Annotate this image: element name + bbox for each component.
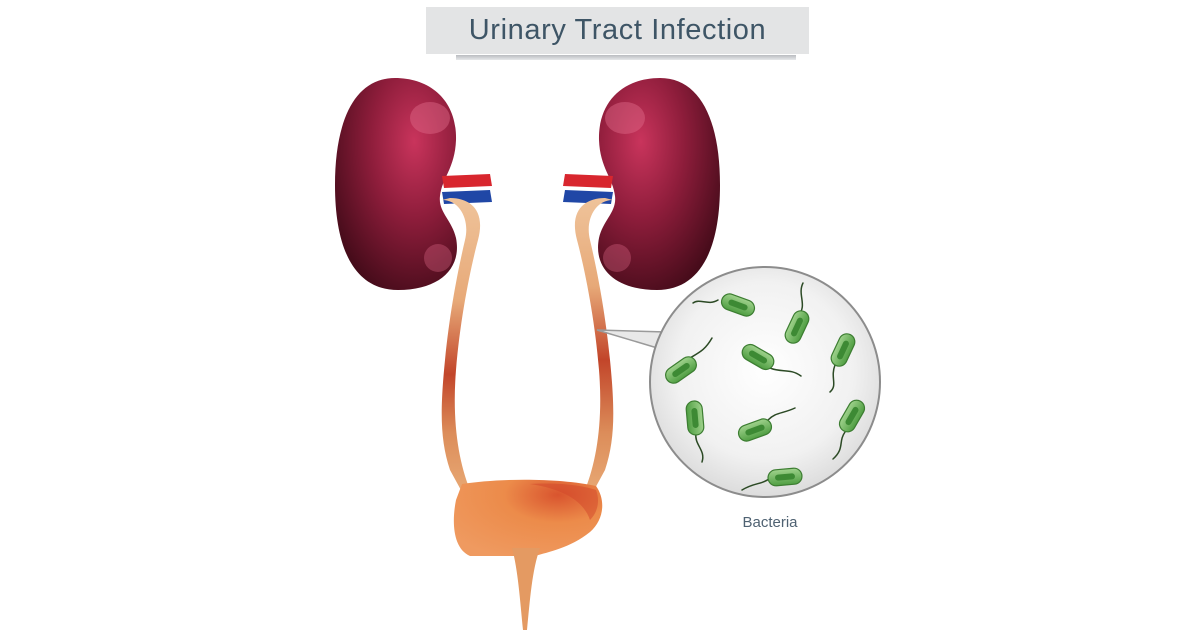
- left-kidney: [335, 78, 457, 290]
- bacterium-icon: [738, 340, 802, 377]
- right-renal-artery: [563, 174, 613, 188]
- bacterium-icon: [827, 330, 859, 393]
- bacterium-icon: [661, 337, 713, 387]
- right-kidney: [598, 78, 720, 290]
- bladder: [453, 479, 603, 556]
- bacteria-magnifier: [649, 266, 881, 498]
- title-box: Urinary Tract Infection: [426, 7, 809, 54]
- page-title: Urinary Tract Infection: [468, 14, 767, 46]
- bacterium-icon: [692, 291, 758, 319]
- bacterium-icon: [781, 282, 813, 347]
- left-renal-artery: [442, 174, 492, 188]
- title-shadow: [456, 55, 796, 60]
- bacterium-icon: [832, 396, 869, 460]
- bacterium-icon: [684, 399, 706, 463]
- bacterium-icon: [741, 466, 804, 491]
- bacteria-cluster: [661, 282, 869, 491]
- left-ureter: [441, 198, 481, 492]
- bacterium-icon: [735, 407, 796, 444]
- urethra: [512, 548, 540, 630]
- bacteria-label: Bacteria: [742, 514, 798, 531]
- right-ureter: [574, 198, 614, 492]
- title-banner: Urinary Tract Infection: [426, 7, 809, 60]
